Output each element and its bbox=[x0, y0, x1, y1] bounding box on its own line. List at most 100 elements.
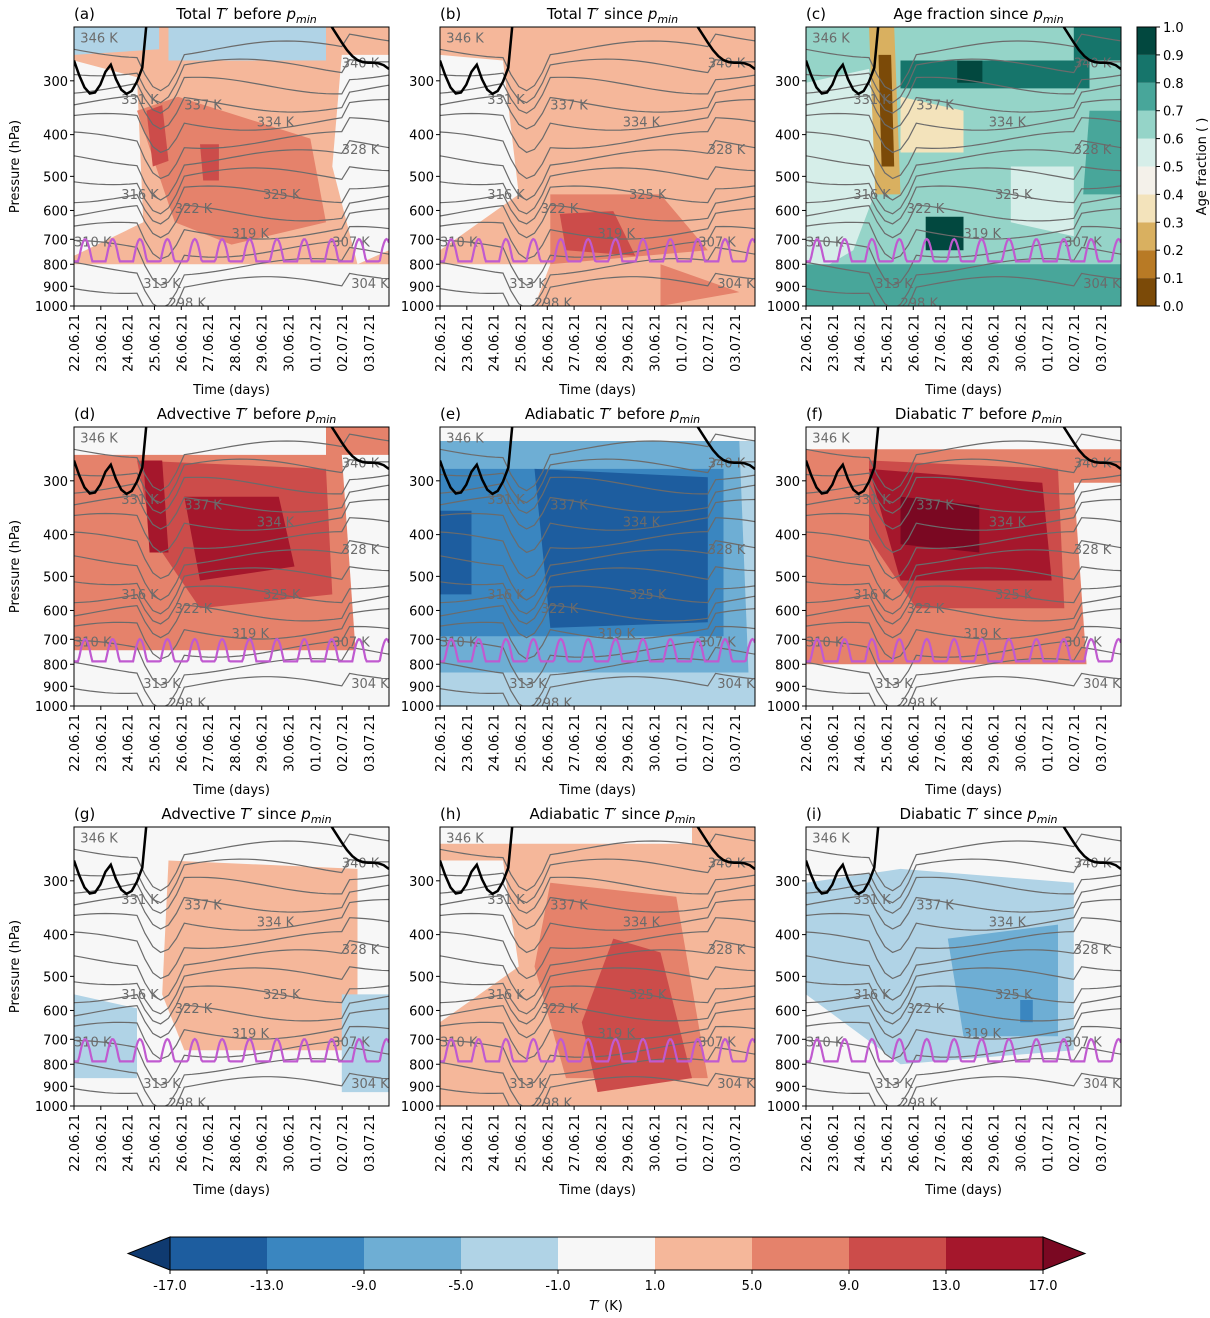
cold-core bbox=[947, 924, 1058, 1037]
isentrope-line bbox=[806, 646, 1121, 706]
isentrope-line bbox=[806, 58, 1121, 104]
isentrope-line bbox=[440, 884, 755, 930]
panel-title: Total T′ before pmin bbox=[175, 5, 317, 26]
x-tick-label: 27.06.21 bbox=[934, 1114, 949, 1172]
colorbar-tick-label: -1.0 bbox=[545, 1279, 570, 1294]
cold-core bbox=[534, 468, 708, 628]
isentrope-line bbox=[806, 858, 1121, 904]
isentrope-line bbox=[440, 1025, 755, 1086]
x-tick-label: 23.06.21 bbox=[827, 314, 842, 372]
colorbar-tick-label: 0.8 bbox=[1163, 77, 1184, 92]
isentrope-label: 319 K bbox=[964, 227, 1002, 242]
isentrope-line bbox=[806, 898, 1121, 954]
colorbar-tick-label: 0.9 bbox=[1163, 49, 1184, 64]
isentrope-label: 319 K bbox=[598, 627, 636, 642]
x-tick-label: 27.06.21 bbox=[934, 314, 949, 372]
y-tick-label: 1000 bbox=[767, 300, 800, 315]
axes-frame bbox=[805, 426, 1122, 707]
isentrope-label: 328 K bbox=[342, 543, 380, 558]
isentrope-label: 313 K bbox=[143, 1077, 181, 1092]
x-tick-label: 23.06.21 bbox=[461, 1114, 476, 1172]
panel-letter: (h) bbox=[440, 805, 461, 823]
x-tick-label: 03.07.21 bbox=[1095, 714, 1110, 772]
x-axis-label: Time (days) bbox=[924, 383, 1002, 398]
colorbar-tick-label: 0.2 bbox=[1163, 244, 1184, 259]
y-tick-label: 800 bbox=[775, 1058, 800, 1073]
isentrope-label: 316 K bbox=[487, 988, 525, 1003]
isentrope-line bbox=[74, 966, 389, 1015]
isentrope-line bbox=[440, 625, 755, 686]
isentrope-label: 328 K bbox=[1074, 543, 1112, 558]
isentrope-label: 316 K bbox=[853, 988, 891, 1003]
y-tick-label: 600 bbox=[43, 604, 68, 619]
panel-title: Advective T′ since pmin bbox=[161, 805, 331, 826]
isentrope-label: 298 K bbox=[169, 697, 207, 712]
isentrope-label: 319 K bbox=[232, 227, 270, 242]
x-axis-label: Time (days) bbox=[192, 783, 270, 798]
isentrope-label: 340 K bbox=[708, 857, 746, 872]
y-tick-label: 400 bbox=[409, 529, 434, 544]
panel-letter: (a) bbox=[74, 5, 95, 23]
colorbar-frame bbox=[169, 1236, 1044, 1271]
neutral-region bbox=[341, 454, 389, 679]
isentrope-label: 316 K bbox=[853, 588, 891, 603]
y-tick-label: 1000 bbox=[401, 300, 434, 315]
y-tick-label: 400 bbox=[43, 929, 68, 944]
cold-region bbox=[74, 27, 160, 55]
isentrope-label: 337 K bbox=[916, 99, 954, 114]
colorbar-bin bbox=[1137, 82, 1156, 111]
isentrope-label: 304 K bbox=[717, 277, 755, 292]
colorbar-tick-label: 0.7 bbox=[1163, 105, 1184, 120]
boundary-layer-height-line bbox=[440, 1037, 755, 1063]
isentrope-line bbox=[74, 1025, 389, 1086]
isentrope-line bbox=[440, 166, 755, 215]
x-tick-label: 26.06.21 bbox=[175, 1114, 190, 1172]
isentrope-line bbox=[440, 1072, 755, 1106]
isentrope-line bbox=[74, 166, 389, 215]
isentrope-line bbox=[440, 98, 755, 154]
isentrope-label: 307 K bbox=[698, 235, 736, 250]
x-tick-label: 02.07.21 bbox=[336, 714, 351, 772]
tropopause-line bbox=[440, 27, 755, 96]
isentrope-label: 346 K bbox=[446, 32, 484, 47]
x-tick-label: 25.06.21 bbox=[880, 714, 895, 772]
isentrope-line bbox=[440, 208, 755, 260]
x-tick-label: 29.06.21 bbox=[622, 314, 637, 372]
isentrope-label: 328 K bbox=[1074, 943, 1112, 958]
y-tick-label: 700 bbox=[409, 233, 434, 248]
x-tick-label: 24.06.21 bbox=[122, 714, 137, 772]
isentrope-line bbox=[806, 272, 1121, 306]
isentrope-line bbox=[74, 74, 389, 114]
isentrope-label: 307 K bbox=[1064, 635, 1102, 650]
cold-region bbox=[341, 994, 389, 1093]
x-tick-label: 28.06.21 bbox=[229, 1114, 244, 1172]
panel-letter: (f) bbox=[806, 405, 823, 423]
panel-title: Total T′ since pmin bbox=[546, 5, 678, 26]
isentrope-line bbox=[440, 939, 755, 1001]
panel-letter: (e) bbox=[440, 405, 461, 423]
x-tick-label: 23.06.21 bbox=[461, 314, 476, 372]
neutral-region bbox=[440, 427, 755, 441]
isentrope-line bbox=[806, 985, 1121, 1025]
x-tick-label: 28.06.21 bbox=[961, 1114, 976, 1172]
colorbar-tick-label: 0.6 bbox=[1163, 133, 1184, 148]
colorbar-label: T′ (K) bbox=[589, 1299, 623, 1314]
x-tick-label: 27.06.21 bbox=[202, 1114, 217, 1172]
isentrope-line bbox=[440, 539, 755, 601]
x-tick-label: 24.06.21 bbox=[488, 1114, 503, 1172]
y-axis-label: Pressure (hPa) bbox=[8, 520, 23, 613]
x-tick-label: 30.06.21 bbox=[283, 714, 298, 772]
warm-core bbox=[143, 460, 169, 553]
colorbar-bin bbox=[1137, 250, 1156, 279]
x-tick-label: 25.06.21 bbox=[880, 314, 895, 372]
x-tick-label: 23.06.21 bbox=[461, 714, 476, 772]
x-tick-label: 27.06.21 bbox=[202, 714, 217, 772]
y-tick-label: 600 bbox=[409, 204, 434, 219]
isentrope-label: 307 K bbox=[698, 1035, 736, 1050]
tropopause-line bbox=[74, 827, 389, 896]
y-tick-label: 400 bbox=[409, 929, 434, 944]
age-region bbox=[1010, 166, 1074, 237]
y-tick-label: 800 bbox=[409, 258, 434, 273]
